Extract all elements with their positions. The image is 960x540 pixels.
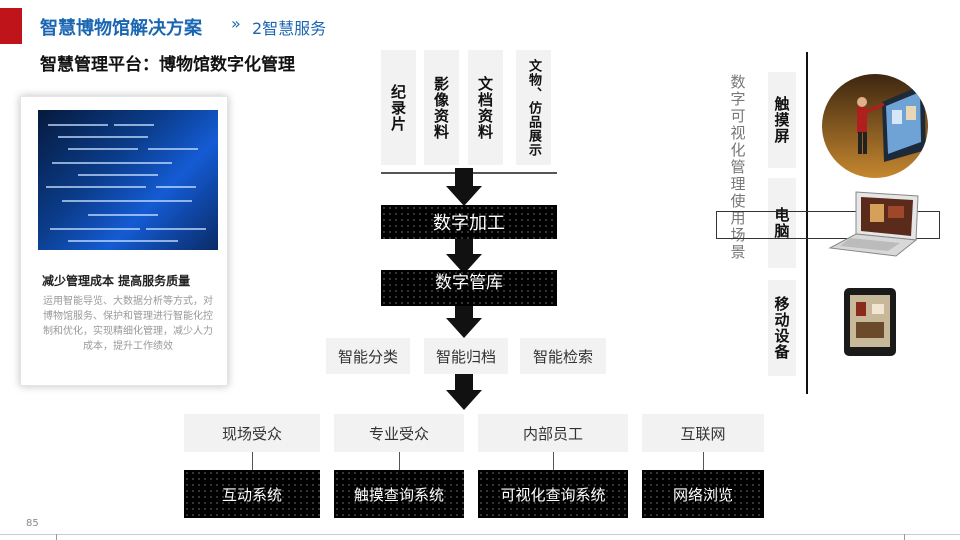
audience-label: 互联网 bbox=[680, 424, 726, 443]
source-label: 文档资料 bbox=[476, 75, 494, 140]
process-digital-library: 数字管库 bbox=[381, 270, 557, 306]
down-arrow-icon bbox=[446, 236, 482, 274]
system-visual-query: 可视化查询系统 bbox=[478, 470, 628, 518]
footer-divider bbox=[0, 534, 960, 535]
system-touch-query: 触摸查询系统 bbox=[334, 470, 464, 518]
process-label: 数字加工 bbox=[433, 213, 505, 234]
connector-line bbox=[553, 452, 554, 470]
tablet-icon bbox=[844, 288, 896, 356]
audience-onsite: 现场受众 bbox=[184, 414, 320, 452]
footer-tick bbox=[904, 534, 905, 540]
device-label: 移动设备 bbox=[772, 296, 791, 360]
source-image-data: 影像资料 bbox=[424, 50, 459, 165]
audience-staff: 内部员工 bbox=[478, 414, 628, 452]
function-label: 智能分类 bbox=[337, 347, 398, 366]
page-subtitle: 智慧管理平台：博物馆数字化管理 bbox=[40, 55, 295, 75]
process-digital-processing: 数字加工 bbox=[381, 205, 557, 239]
system-label: 网络浏览 bbox=[672, 485, 733, 504]
footer-tick bbox=[56, 534, 57, 540]
source-label: 影像资料 bbox=[432, 75, 450, 140]
breadcrumb-separator: » bbox=[231, 14, 241, 33]
connector-line bbox=[252, 452, 253, 470]
down-arrow-icon bbox=[446, 372, 482, 410]
connector-line bbox=[399, 452, 400, 470]
system-interactive: 互动系统 bbox=[184, 470, 320, 518]
breadcrumb-section: 2智慧服务 bbox=[252, 19, 327, 38]
audience-label: 内部员工 bbox=[522, 424, 583, 443]
card-description: 运用智能导览、大数据分析等方式，对博物馆服务、保护和管理进行智能化控制和优化，实… bbox=[43, 296, 213, 352]
highlight-frame bbox=[716, 211, 940, 239]
source-label: 文物、仿品展示 bbox=[526, 58, 541, 157]
source-document-data: 文档资料 bbox=[468, 50, 503, 165]
usage-scene-text: 数字可视化管理使用场景 bbox=[730, 73, 746, 261]
function-smart-archive: 智能归档 bbox=[424, 338, 508, 374]
card-heading: 减少管理成本 提高服务质量 bbox=[42, 274, 191, 288]
function-smart-search: 智能检索 bbox=[520, 338, 606, 374]
function-label: 智能检索 bbox=[532, 347, 593, 366]
audience-label: 现场受众 bbox=[221, 424, 282, 443]
source-relic-display: 文物、仿品展示 bbox=[516, 50, 551, 165]
device-mobile: 移动设备 bbox=[768, 280, 796, 376]
down-arrow-icon bbox=[446, 168, 482, 206]
connector-line bbox=[703, 452, 704, 470]
header-title: 智慧博物馆解决方案 bbox=[40, 18, 202, 39]
vertical-divider bbox=[806, 52, 808, 394]
source-label: 纪录片 bbox=[389, 83, 407, 132]
system-label: 互动系统 bbox=[221, 485, 282, 504]
audience-label: 专业受众 bbox=[368, 424, 429, 443]
device-label: 电脑 bbox=[772, 207, 791, 239]
device-label: 触摸屏 bbox=[772, 96, 791, 144]
audience-professional: 专业受众 bbox=[334, 414, 464, 452]
system-web-browse: 网络浏览 bbox=[642, 470, 764, 518]
function-label: 智能归档 bbox=[435, 347, 496, 366]
code-screen-image bbox=[38, 110, 218, 250]
source-documentary: 纪录片 bbox=[381, 50, 416, 165]
touchscreen-photo-icon bbox=[822, 74, 928, 178]
audience-internet: 互联网 bbox=[642, 414, 764, 452]
device-computer: 电脑 bbox=[768, 178, 796, 268]
page-number: 85 bbox=[26, 518, 39, 529]
function-smart-classify: 智能分类 bbox=[326, 338, 410, 374]
device-touchscreen: 触摸屏 bbox=[768, 72, 796, 168]
down-arrow-icon bbox=[446, 300, 482, 338]
system-label: 可视化查询系统 bbox=[500, 485, 606, 504]
laptop-icon bbox=[828, 191, 919, 257]
process-label: 数字管库 bbox=[435, 272, 503, 293]
header-accent-bar bbox=[0, 8, 22, 44]
system-label: 触摸查询系统 bbox=[353, 485, 444, 504]
